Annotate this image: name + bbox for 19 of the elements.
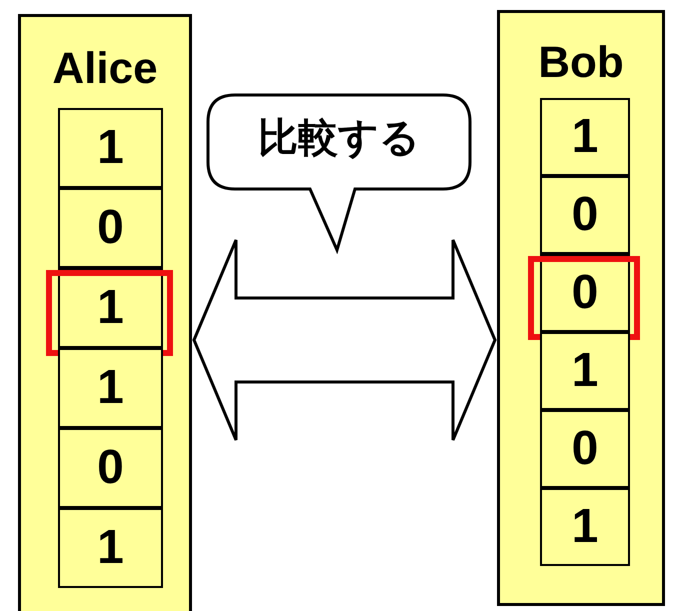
bit-cell: 1 xyxy=(58,268,163,348)
bit-cell: 0 xyxy=(58,428,163,508)
bit-cell: 0 xyxy=(58,188,163,268)
bit-cell: 1 xyxy=(540,488,630,566)
column-panel xyxy=(497,10,665,606)
bit-cell: 1 xyxy=(58,348,163,428)
bit-cell: 1 xyxy=(58,108,163,188)
double-arrow xyxy=(192,238,497,442)
bit-cell: 1 xyxy=(540,98,630,176)
speech-bubble xyxy=(205,92,473,254)
bit-cell: 1 xyxy=(540,332,630,410)
bit-cell: 0 xyxy=(540,410,630,488)
bubble-text: 比較する xyxy=(257,118,421,158)
bit-cell: 0 xyxy=(540,176,630,254)
bit-cell: 1 xyxy=(58,508,163,588)
column-title: Bob xyxy=(537,41,625,85)
bit-cell: 0 xyxy=(540,254,630,332)
column-title: Alice xyxy=(51,47,159,91)
column-panel xyxy=(18,14,192,611)
